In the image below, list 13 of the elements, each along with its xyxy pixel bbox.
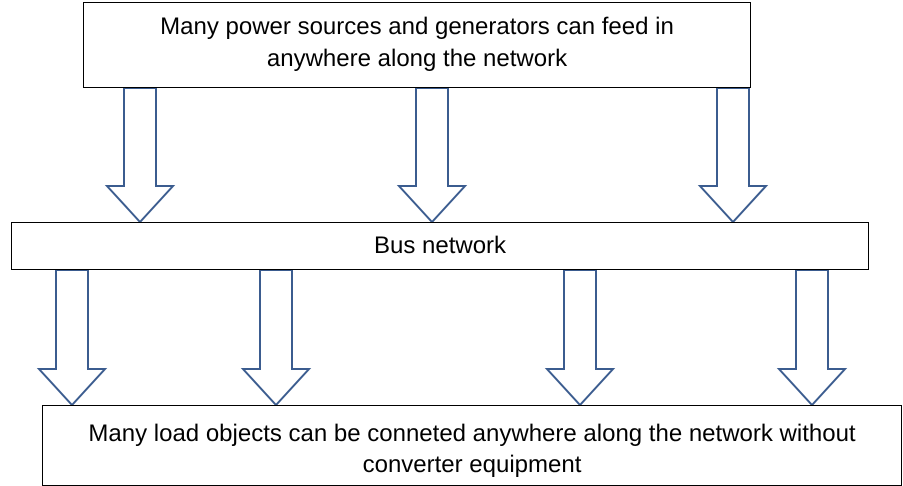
text-box bbox=[11, 222, 869, 270]
block-arrow bbox=[698, 87, 768, 224]
block-arrow bbox=[240, 269, 312, 406]
box-text: Bus network bbox=[374, 231, 506, 261]
block-arrow bbox=[776, 269, 848, 406]
text-box bbox=[83, 2, 751, 88]
block-arrow bbox=[396, 87, 468, 224]
block-arrow bbox=[36, 269, 108, 406]
block-arrow bbox=[104, 87, 176, 224]
text-box bbox=[42, 405, 902, 486]
box-text: Many power sources and generators can feed in anywhere along the network bbox=[159, 12, 675, 74]
block-arrow bbox=[544, 269, 616, 406]
box-text: Many load objects can be conneted anywhere along the network without converter equipment bbox=[87, 419, 857, 480]
